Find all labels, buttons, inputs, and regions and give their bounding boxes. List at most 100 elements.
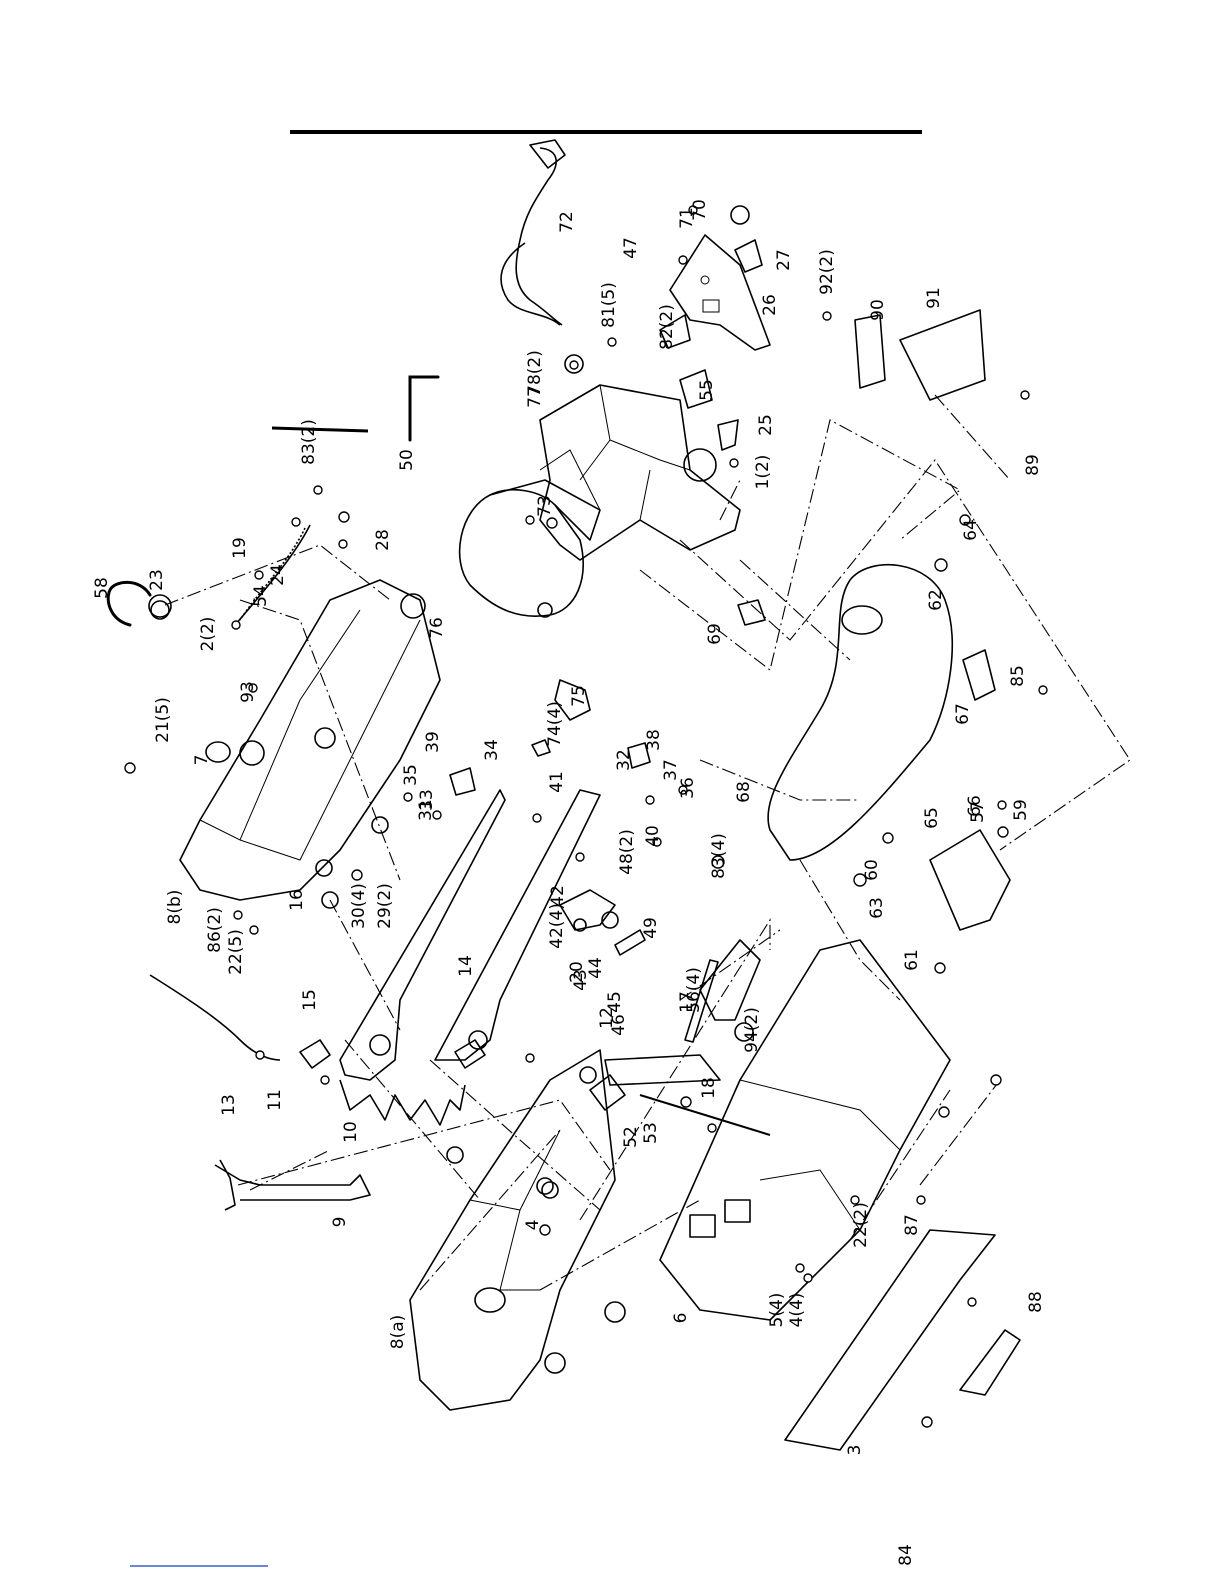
part-label: 69	[705, 623, 725, 645]
part-label: 48(2)	[617, 829, 637, 875]
part-label: 73	[535, 495, 555, 517]
part-label: 88	[1026, 1291, 1046, 1313]
part-label: 22(2)	[851, 1202, 871, 1248]
part-label: 15	[300, 989, 320, 1011]
part-label: 3	[845, 1445, 865, 1456]
link-block	[627, 742, 651, 769]
upper-arm	[339, 789, 506, 1081]
part-label: 86(2)	[205, 907, 225, 953]
part-label: 62	[926, 589, 946, 611]
part-label: 28	[373, 529, 393, 551]
air-hose-90	[149, 974, 281, 1061]
bearing	[446, 1146, 464, 1164]
potentiometer	[659, 314, 691, 349]
power-cord	[500, 147, 563, 326]
link-block	[449, 767, 476, 796]
part-label: 53	[641, 1122, 661, 1144]
part-label: 13	[219, 1094, 239, 1116]
part-label: 91	[924, 287, 944, 309]
part-label: 45	[605, 991, 625, 1013]
bearing	[541, 1181, 559, 1199]
part-label: 94(2)	[742, 1007, 762, 1053]
part-label: 52	[621, 1126, 641, 1148]
part-label: 67	[953, 703, 973, 725]
part-label: 87	[902, 1214, 922, 1236]
part-label: 7	[192, 755, 212, 766]
lower-arm	[434, 789, 601, 1061]
table-insert	[737, 599, 766, 626]
part-label: 2(2)	[198, 617, 218, 652]
rubber-foot	[604, 1301, 626, 1323]
part-label: 1(2)	[753, 455, 773, 490]
part-label: 6	[671, 1313, 691, 1324]
part-label: 81(5)	[599, 282, 619, 328]
motor	[458, 489, 584, 617]
part-label: 24	[268, 564, 288, 586]
flange-ring	[148, 594, 172, 618]
strain-relief	[564, 354, 584, 374]
part-label: 33	[417, 789, 437, 811]
part-label: 74(4)	[545, 701, 565, 747]
dust-blower-tube	[106, 580, 152, 627]
part-label: 50	[397, 449, 417, 471]
part-label: 10	[341, 1121, 361, 1143]
part-label: 92(2)	[817, 249, 837, 295]
connecting-plate	[559, 889, 616, 931]
part-label: 5(4)	[767, 1293, 787, 1328]
work-table	[767, 563, 953, 861]
part-label: 14	[456, 955, 476, 977]
bearing	[321, 891, 339, 909]
part-label: 23	[147, 569, 167, 591]
blade-spring	[339, 1079, 466, 1126]
lock-knob	[589, 1074, 626, 1111]
part-label: 44	[586, 957, 606, 979]
chip-guard	[959, 1329, 1021, 1396]
blade-clamp-upper	[299, 1039, 331, 1069]
bushing	[734, 1022, 754, 1042]
part-label: 8(b)	[165, 890, 185, 925]
part-label: 57	[968, 801, 988, 823]
part-label: 27	[774, 249, 794, 271]
bevel-support	[929, 829, 1011, 931]
part-label: 64	[961, 519, 981, 541]
part-label: 56(4)	[684, 967, 704, 1013]
part-label: 38	[644, 729, 664, 751]
part-label: 25	[756, 414, 776, 436]
part-label: 65	[922, 807, 942, 829]
part-label: 55	[697, 379, 717, 401]
part-label: 90	[868, 299, 888, 321]
part-label: 46	[609, 1014, 629, 1036]
blade-clamp-lower	[454, 1039, 486, 1069]
part-label: 30(4)	[349, 883, 369, 929]
part-labels: 1(2) 2(2) 3 4 4(4) 5(4) 6 7 8(a) 8(b) 9 …	[92, 199, 1046, 1566]
part-label: 37	[661, 759, 681, 781]
part-label: 35	[401, 764, 421, 786]
motor-mount-bracket	[899, 309, 986, 401]
part-label: 68	[734, 781, 754, 803]
part-label: 41	[547, 771, 567, 793]
part-label: 19	[230, 537, 250, 559]
part-label: 22(5)	[226, 929, 246, 975]
part-label: 60	[862, 859, 882, 881]
part-label: 71	[677, 207, 697, 229]
part-label: 82(2)	[657, 304, 677, 350]
part-label: 54	[251, 585, 271, 607]
pin	[614, 929, 646, 956]
circuit-board	[679, 369, 713, 409]
part-label: 72	[557, 211, 577, 233]
part-label: 4(4)	[787, 1293, 807, 1328]
part-label: 42	[548, 885, 568, 907]
dust-port	[400, 593, 426, 619]
pivot-bolt	[639, 1094, 771, 1136]
front-guard-plate	[784, 1229, 996, 1451]
part-label: 39	[423, 731, 443, 753]
hold-down-rod	[684, 959, 719, 1043]
label-plate	[854, 314, 886, 389]
hex-key	[408, 375, 440, 442]
part-label: 9	[330, 1217, 350, 1228]
switch-plate	[669, 234, 771, 351]
part-label: 17	[677, 991, 697, 1013]
part-label: 34	[482, 739, 502, 761]
tension-knob	[717, 419, 739, 451]
part-label: 21(5)	[153, 697, 173, 743]
